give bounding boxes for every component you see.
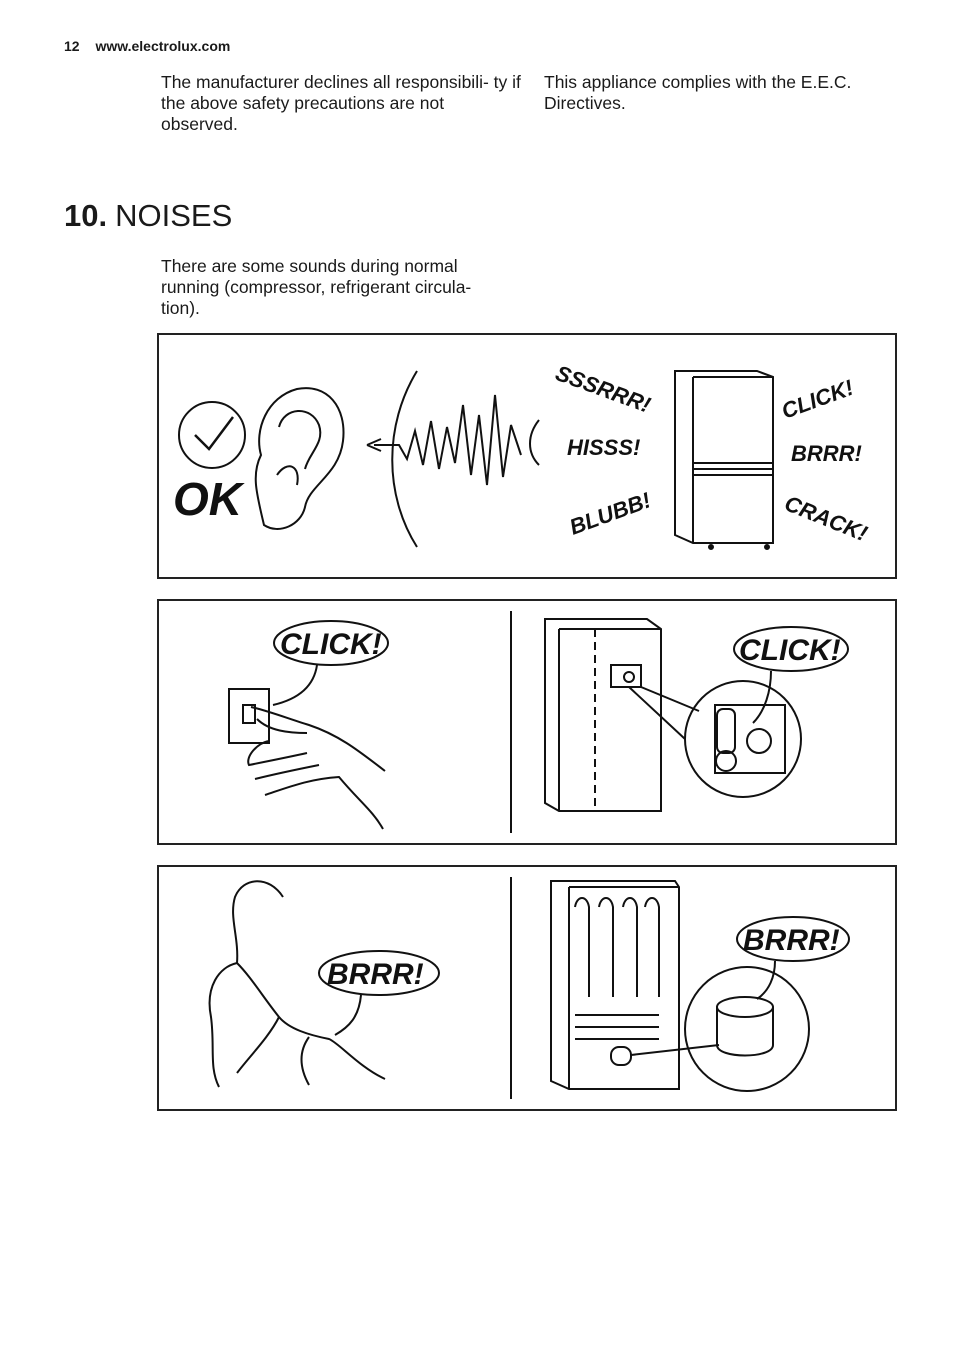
bubble-text: CLICK! — [280, 628, 382, 661]
thermometer-icon — [716, 708, 736, 754]
intro-text: There are some sounds during normal runn… — [161, 256, 472, 318]
compliance-text: This appliance complies with the E.E.C. … — [544, 72, 852, 113]
bubble-text: BRRR! — [743, 924, 840, 957]
website-link[interactable]: www.electrolux.com — [95, 38, 231, 54]
speech-bubble — [318, 950, 440, 996]
click-illustration: CLICK! CLICK! — [228, 611, 849, 833]
cat-icon — [208, 880, 386, 1088]
section-heading: 10.NOISES — [64, 198, 232, 234]
ear-fridge-illustration: OK SSSRRR! HISSS! BLUBB! CLICK! BRRR! CR… — [173, 360, 871, 550]
speech-bubble — [273, 620, 389, 666]
check-circle-icon — [178, 401, 246, 469]
wall-switch-icon — [228, 688, 270, 744]
bubble-text: CLICK! — [739, 634, 841, 667]
sound-label: CRACK! — [781, 490, 871, 546]
noise-panel-click: CLICK! CLICK! — [157, 599, 897, 845]
speech-bubble — [736, 916, 850, 962]
ok-label: OK — [173, 473, 245, 525]
bubble-text: BRRR! — [327, 958, 424, 991]
sound-label: HISSS! — [567, 435, 640, 460]
page-number: 12 — [64, 38, 80, 54]
section-number: 10. — [64, 198, 108, 233]
condenser-coil-icon — [574, 897, 660, 997]
section-title: NOISES — [115, 198, 233, 233]
page-header: 12 www.electrolux.com — [64, 38, 230, 54]
noise-panel-brrr: BRRR! BRRR! — [157, 865, 897, 1111]
speech-bubble — [733, 626, 849, 672]
compressor-icon — [716, 1007, 774, 1057]
sound-label: CLICK! — [778, 375, 857, 424]
noise-panel-ok: OK SSSRRR! HISSS! BLUBB! CLICK! BRRR! CR… — [157, 333, 897, 579]
hand-icon — [247, 706, 386, 830]
brrr-illustration: BRRR! BRRR! — [208, 877, 850, 1099]
sound-label: SSSRRR! — [552, 360, 654, 417]
sound-label: BRRR! — [791, 441, 862, 466]
disclaimer-text: The manufacturer declines all responsibi… — [161, 72, 521, 134]
check-mark-icon — [194, 416, 234, 451]
ear-icon — [254, 387, 345, 530]
sound-label: BLUBB! — [566, 487, 654, 539]
thermostat-knob-icon — [746, 728, 772, 754]
